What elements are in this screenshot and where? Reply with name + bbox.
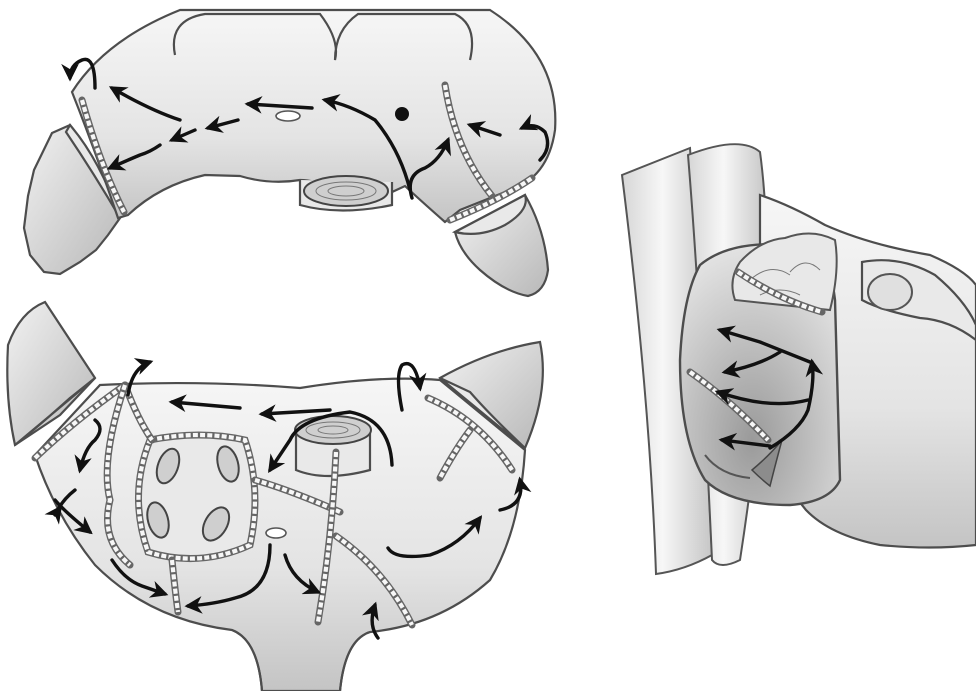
lower-inner-structure bbox=[138, 435, 254, 559]
dot-marker bbox=[395, 107, 409, 121]
lower-specimen bbox=[7, 302, 543, 691]
upper-small-opening bbox=[276, 111, 300, 121]
upper-lumen bbox=[300, 176, 392, 211]
lateral-sac-bulb bbox=[868, 274, 912, 310]
lower-small-opening bbox=[266, 528, 286, 538]
upper-specimen bbox=[24, 10, 555, 296]
lateral-view bbox=[622, 144, 976, 574]
